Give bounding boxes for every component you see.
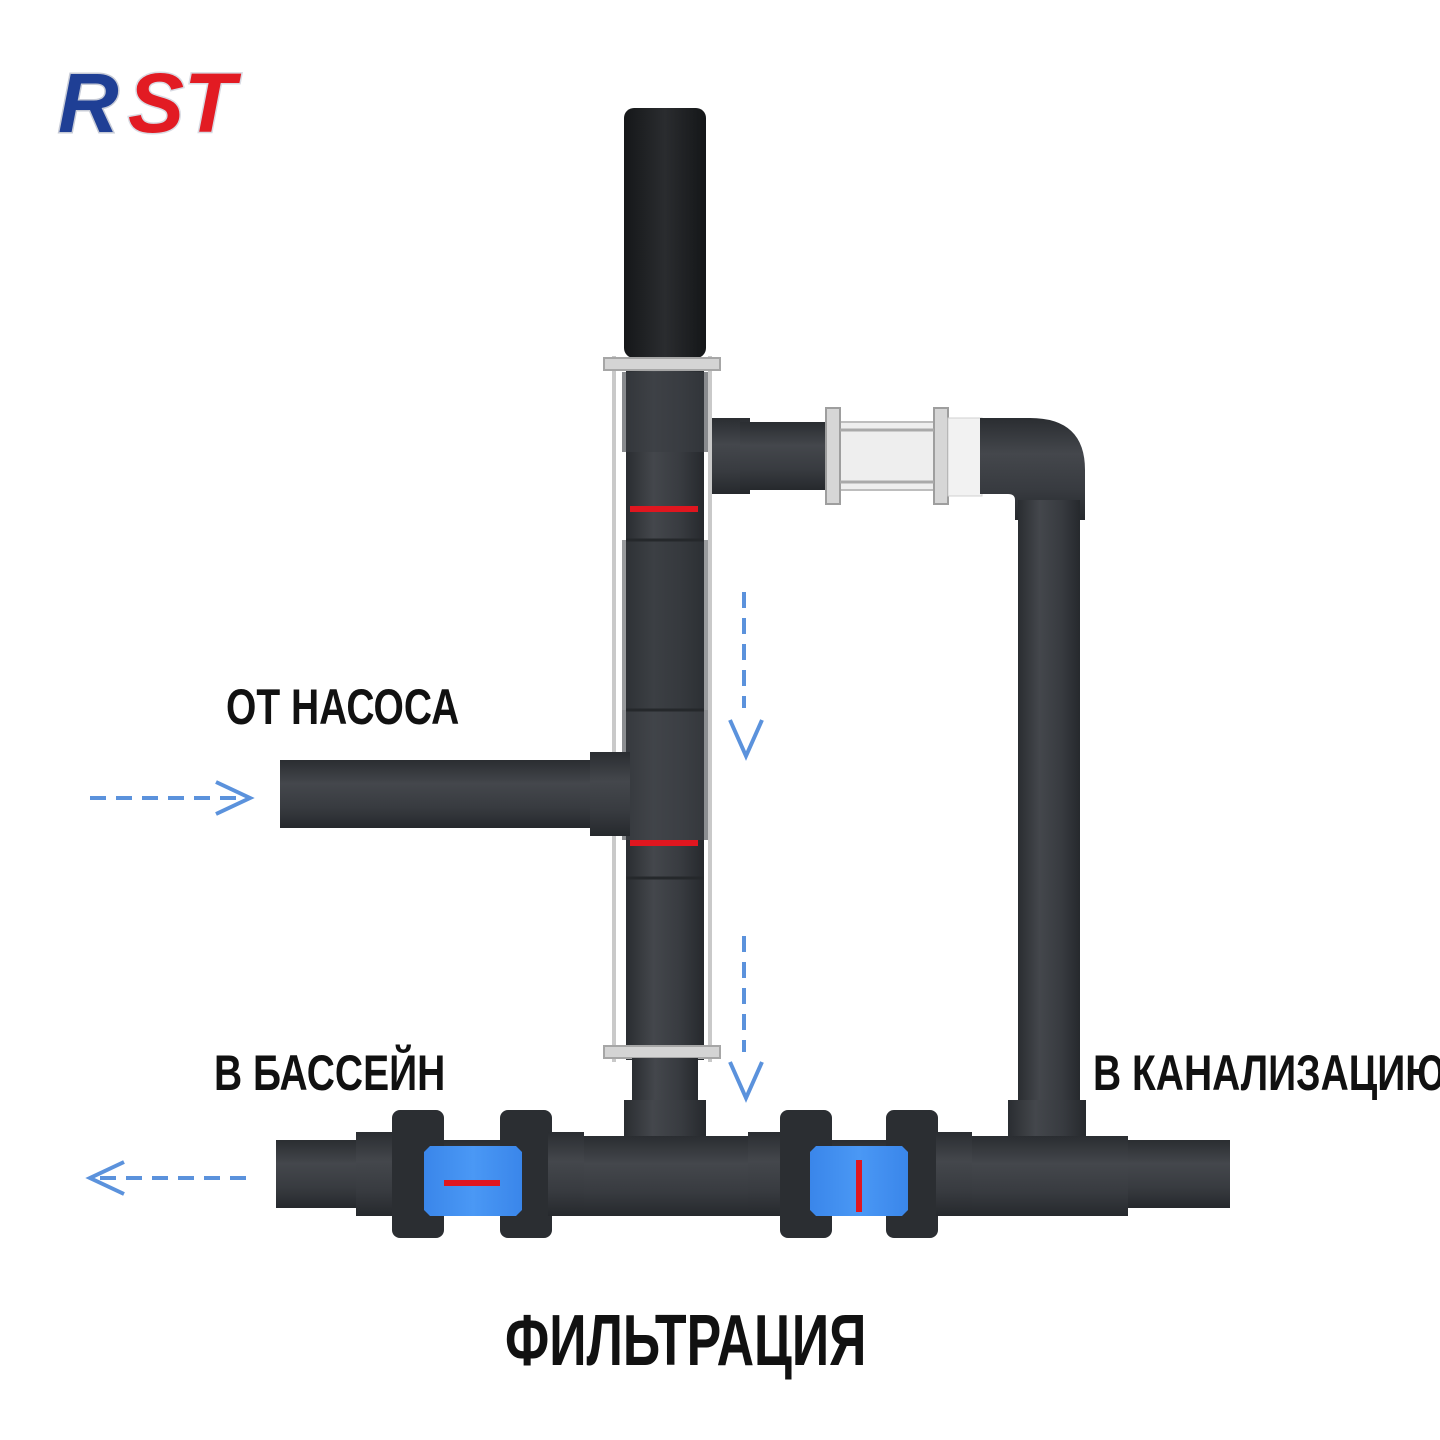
- valve-handle-open: [856, 1160, 862, 1212]
- valve-to-sewer: [748, 1110, 972, 1238]
- frame-rails: [603, 356, 721, 1062]
- rst-logo: R ST: [57, 55, 244, 152]
- diagram-title: ФИЛЬТРАЦИЯ: [505, 1301, 867, 1381]
- flow-arrow-out: [85, 1160, 252, 1196]
- seal-mark: [630, 506, 698, 512]
- label-to-sewer: В КАНАЛИЗАЦИЮ: [1093, 1045, 1440, 1101]
- svg-text:ST: ST: [128, 56, 242, 150]
- pump-inlet-pipe: [280, 752, 630, 836]
- svg-text:R: R: [58, 56, 119, 150]
- flow-arrow-down-2: [728, 936, 764, 1103]
- label-from-pump: ОТ НАСОСА: [226, 679, 460, 735]
- flow-arrow-down-1: [728, 592, 764, 761]
- label-to-pool: В БАССЕЙН: [214, 1045, 446, 1101]
- vertical-manifold: [603, 108, 721, 1110]
- flow-arrow-in: [90, 780, 255, 816]
- valve-handle-closed: [444, 1180, 500, 1186]
- top-cap: [624, 108, 706, 358]
- sewer-return-line: [712, 407, 1086, 1140]
- sight-glass: [825, 407, 949, 505]
- valve-to-pool: [356, 1110, 584, 1238]
- seal-mark: [630, 840, 698, 846]
